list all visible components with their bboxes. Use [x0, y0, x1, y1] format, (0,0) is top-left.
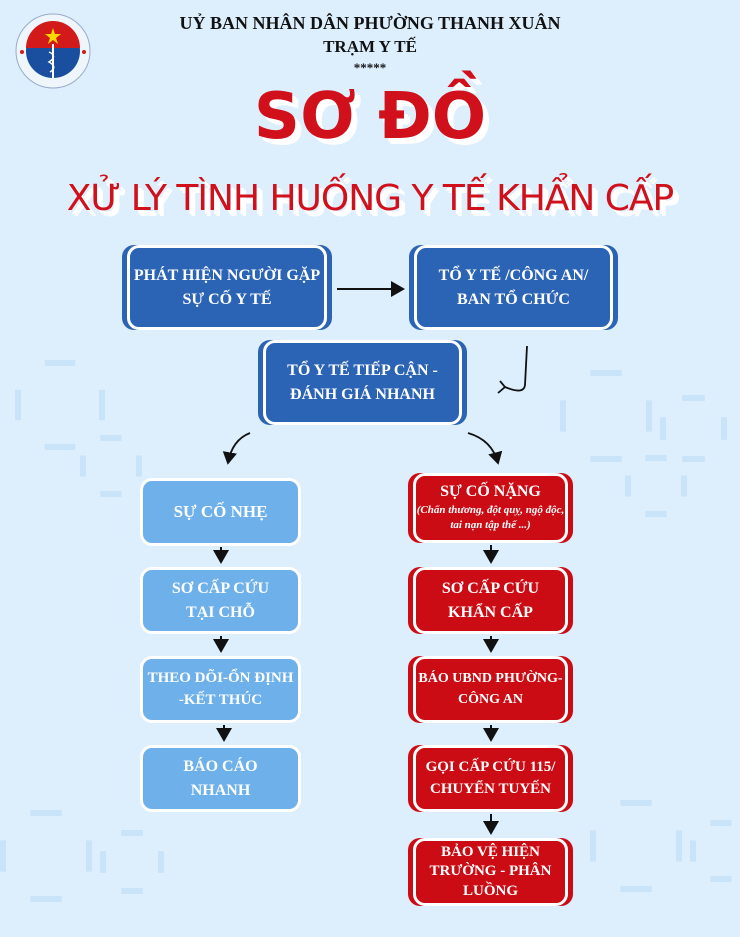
- decorative-cross-icon: [15, 360, 105, 450]
- box-line: NHANH: [190, 781, 251, 799]
- decorative-cross-icon: [690, 820, 740, 882]
- unit-name: TRẠM Y TẾ: [323, 37, 417, 56]
- box-note: (Chấn thương, đột quỵ, ngộ độc,: [416, 504, 565, 516]
- box-line: SƠ CẤP CỨU: [441, 580, 540, 598]
- header-stars: *****: [353, 60, 387, 75]
- health-station-logo: [15, 13, 91, 89]
- decorative-cross-icon: [100, 830, 164, 894]
- box-line: TỔ Y TẾ /CÔNG AN/: [438, 267, 589, 285]
- subtitle: XỬ LÝ TÌNH HUỐNG Y TẾ KHẨN CẤP: [66, 178, 675, 219]
- decorative-cross-icon: [0, 810, 92, 902]
- minor-incident-box: SỰ CỐ NHẸ: [140, 478, 301, 546]
- notify-team-box: TỔ Y TẾ /CÔNG AN/BAN TỔ CHỨC: [414, 245, 613, 330]
- severe-step-protect-scene: BẢO VỆ HIỆN TRƯỜNG - PHÂN LUỒNG: [413, 838, 568, 906]
- box-line: BAN TỔ CHỨC: [457, 290, 570, 308]
- box-line: TRƯỜNG - PHÂN: [429, 863, 552, 880]
- severe-step-emergency-aid: SƠ CẤP CỨU KHẨN CẤP: [413, 567, 568, 634]
- severe-incident-box: SỰ CỐ NẶNG (Chấn thương, đột quỵ, ngộ độ…: [413, 473, 568, 543]
- minor-step-report: BÁO CÁO NHANH: [140, 745, 301, 812]
- minor-step-monitor: THEO DÕI-ỔN ĐỊNH -KẾT THÚC: [140, 656, 301, 723]
- box-line: BÁO CÁO: [183, 758, 258, 776]
- decorative-cross-icon: [625, 455, 687, 517]
- box-line: SƠ CẤP CỨU: [171, 580, 270, 598]
- box-line: SỰ CỐ NHẸ: [173, 501, 268, 521]
- arrow-notify-assess: [504, 345, 528, 392]
- box-line: ĐÁNH GIÁ NHANH: [290, 385, 435, 403]
- box-line: BẢO VỆ HIỆN: [441, 843, 540, 860]
- severe-step-call-115: GỌI CẤP CỨU 115/CHUYỂN TUYẾN: [413, 745, 568, 812]
- decorative-cross-icon: [590, 800, 682, 892]
- arrow-assess-minor: [222, 432, 251, 465]
- organization-name: UỶ BAN NHÂN DÂN PHƯỜNG THANH XUÂN: [179, 13, 561, 33]
- rapid-assessment-box: TỔ Y TẾ TIẾP CẬN - ĐÁNH GIÁ NHANH: [263, 340, 462, 425]
- box-line: GỌI CẤP CỨU 115/: [425, 758, 556, 775]
- box-line: LUỒNG: [462, 882, 518, 899]
- box-line: SỰ CỐ NẶNG: [440, 483, 541, 501]
- box-line: PHÁT HIỆN NGƯỜI GẶP: [133, 267, 321, 285]
- box-line: KHẨN CẤP: [448, 603, 533, 621]
- decorative-cross-icon: [80, 435, 142, 497]
- main-title: SƠ ĐỒ: [253, 80, 487, 154]
- arrow-assess-severe: [467, 432, 503, 465]
- decorative-cross-icon: [560, 370, 652, 462]
- detect-incident-box: PHÁT HIỆN NGƯỜI GẶP SỰ CỐ Y TẾ: [127, 245, 327, 330]
- box-line: CÔNG AN: [458, 691, 523, 707]
- box-note: tai nạn tập thể ...): [450, 519, 531, 532]
- box-line: BÁO UBND PHƯỜNG-: [418, 671, 563, 687]
- decorative-cross-icon: [660, 395, 727, 462]
- minor-step-first-aid: SƠ CẤP CỨU TẠI CHỖ: [140, 567, 301, 634]
- box-line: -KẾT THÚC: [178, 691, 263, 708]
- box-line: TẠI CHỖ: [186, 603, 255, 621]
- box-line: SỰ CỐ Y TẾ: [182, 290, 272, 308]
- box-line: CHUYỂN TUYẾN: [430, 780, 551, 797]
- severe-step-report-authorities: BÁO UBND PHƯỜNG- CÔNG AN: [413, 656, 568, 723]
- box-line: THEO DÕI-ỔN ĐỊNH: [147, 669, 294, 686]
- box-line: TỔ Y TẾ TIẾP CẬN -: [287, 362, 438, 380]
